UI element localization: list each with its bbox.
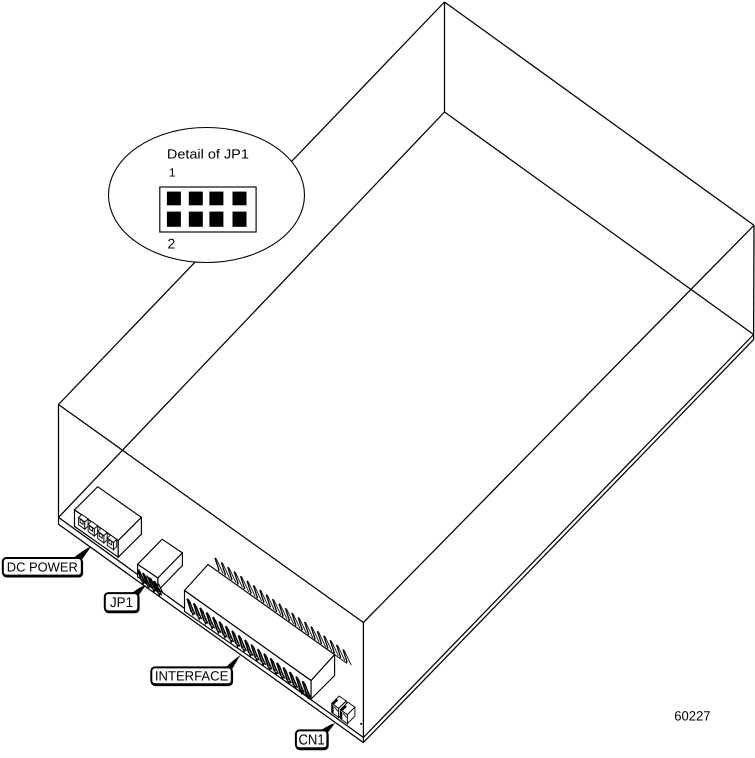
svg-text:1: 1 [169,166,176,180]
svg-text:2: 2 [168,235,176,251]
svg-text:CN1: CN1 [298,733,324,749]
svg-text:INTERFACE: INTERFACE [155,669,229,684]
svg-text:JP1: JP1 [110,594,133,610]
svg-text:DC POWER: DC POWER [7,559,78,574]
svg-text:60227: 60227 [674,709,710,724]
svg-text:Detail of JP1: Detail of JP1 [167,146,249,161]
